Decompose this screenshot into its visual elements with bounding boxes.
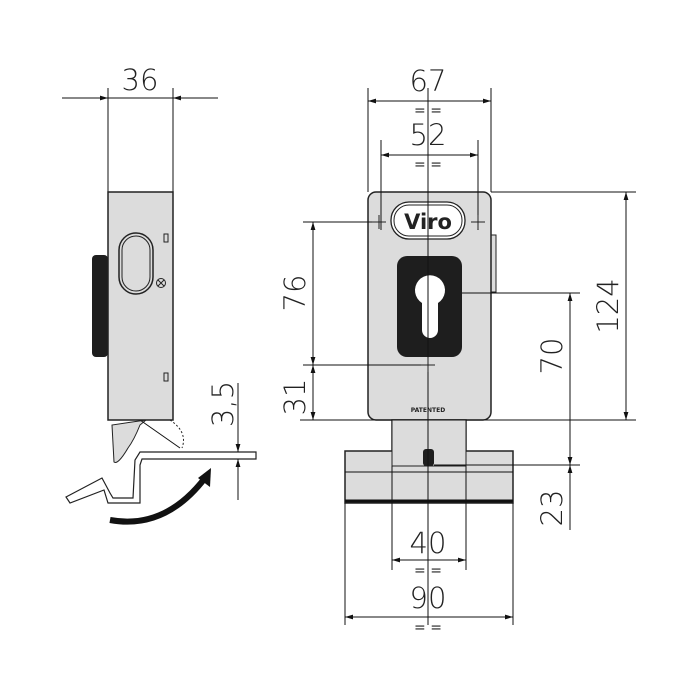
knob xyxy=(92,255,108,357)
dim-height: 124 xyxy=(591,278,625,333)
equal-mark: = = xyxy=(414,157,442,173)
screw-icon xyxy=(156,278,166,288)
dim-hole-spacing: 52 xyxy=(410,118,447,152)
side-body xyxy=(107,191,174,421)
dim-lower-offset: 31 xyxy=(278,379,312,416)
bolt xyxy=(111,419,148,463)
equal-mark: = = xyxy=(414,103,442,119)
door-frame-profile xyxy=(65,451,257,504)
dim-keeper-width: 90 xyxy=(410,581,447,615)
dim-side-width: 36 xyxy=(122,63,159,97)
dim-cylinder-height: 70 xyxy=(535,338,569,375)
equal-mark: = = xyxy=(414,620,442,636)
dim-overall-width: 67 xyxy=(410,64,447,98)
rotation-arrow-icon xyxy=(109,476,208,525)
dim-neck-width: 40 xyxy=(410,526,447,560)
dim-upper-offset: 76 xyxy=(278,275,312,312)
side-view: 36 3,5 xyxy=(62,63,257,525)
slot xyxy=(118,232,154,295)
keyhole-icon xyxy=(415,275,446,338)
dim-keeper-offset: 23 xyxy=(535,490,569,527)
front-view: Viro PATENTED 67 = = 52 = = 40 = = 90 = … xyxy=(278,64,636,636)
dim-gap: 3,5 xyxy=(206,381,240,427)
equal-mark: = = xyxy=(414,563,442,579)
